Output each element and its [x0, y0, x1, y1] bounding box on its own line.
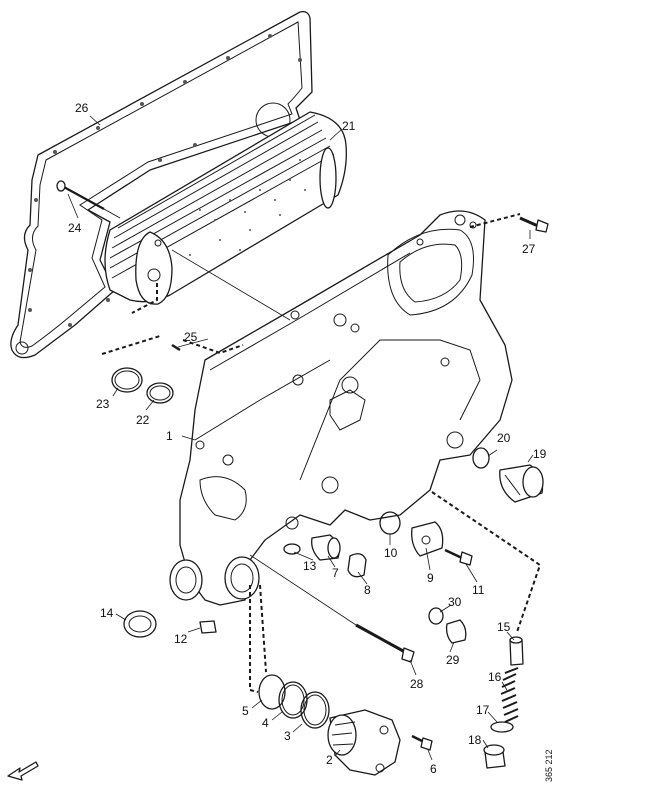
callout-26: 26	[75, 101, 89, 115]
thermostat-housing-part-2	[327, 709, 401, 776]
housing-part-1	[169, 210, 513, 606]
oil-cooler-part-21	[104, 111, 347, 305]
callout-12: 12	[174, 632, 188, 646]
callout-5: 5	[242, 704, 249, 718]
callout-10: 10	[384, 546, 398, 560]
o-ring-part-23	[111, 367, 143, 393]
callout-8: 8	[364, 583, 371, 597]
dashed-assembly-lines	[101, 213, 542, 693]
callout-18: 18	[468, 733, 482, 747]
callout-23: 23	[96, 397, 110, 411]
callout-15: 15	[497, 620, 511, 634]
plug-part-29	[445, 619, 467, 644]
cover-plate-part-9	[411, 521, 444, 557]
o-ring-part-5	[258, 674, 286, 710]
callout-3: 3	[284, 729, 291, 743]
callout-14: 14	[100, 606, 114, 620]
plug-part-13	[283, 543, 301, 555]
callout-19: 19	[533, 447, 547, 461]
callout-4: 4	[262, 716, 269, 730]
bolt-part-27	[519, 216, 549, 233]
seal-part-20	[472, 447, 490, 469]
plug-part-8	[347, 553, 367, 578]
callout-6: 6	[430, 762, 437, 776]
callout-28: 28	[410, 677, 424, 691]
o-ring-part-17	[490, 721, 514, 733]
callout-1: 1	[166, 429, 173, 443]
stud-part-24	[56, 180, 121, 219]
fitting-part-7	[311, 534, 341, 561]
bolt-part-11	[444, 548, 473, 566]
plug-part-18	[483, 744, 506, 769]
o-ring-part-22	[146, 382, 174, 404]
leader-lines	[67, 115, 534, 761]
bolt-part-28	[355, 623, 415, 663]
callout-16: 16	[488, 670, 502, 684]
ring-part-14	[123, 610, 157, 638]
callout-2: 2	[326, 753, 333, 767]
callout-7: 7	[332, 566, 339, 580]
callout-labels: 1 2 3 4 5 6 7 8 9 10 11 12 13 14 15 16 1…	[68, 101, 547, 776]
spring-part-16	[500, 667, 519, 723]
callout-20: 20	[497, 431, 511, 445]
callout-25: 25	[184, 330, 198, 344]
drawing-reference-number: 365 212	[544, 749, 554, 782]
callout-24: 24	[68, 221, 82, 235]
callout-13: 13	[303, 559, 317, 573]
callout-30: 30	[448, 595, 462, 609]
seal-part-30	[428, 607, 444, 625]
gasket-part-26	[10, 10, 313, 359]
bolt-part-6	[411, 734, 433, 751]
callout-11: 11	[472, 583, 485, 597]
fitting-part-19	[499, 464, 544, 503]
direction-arrow-icon	[7, 761, 39, 781]
callout-21: 21	[342, 119, 356, 133]
sleeve-part-15	[509, 636, 524, 666]
callout-29: 29	[446, 653, 460, 667]
callout-22: 22	[136, 413, 150, 427]
plug-part-12	[199, 620, 217, 634]
callout-27: 27	[522, 242, 536, 256]
o-ring-part-3	[300, 691, 330, 729]
callout-17: 17	[476, 703, 490, 717]
pin-part-25	[171, 343, 181, 352]
callout-9: 9	[427, 571, 434, 585]
